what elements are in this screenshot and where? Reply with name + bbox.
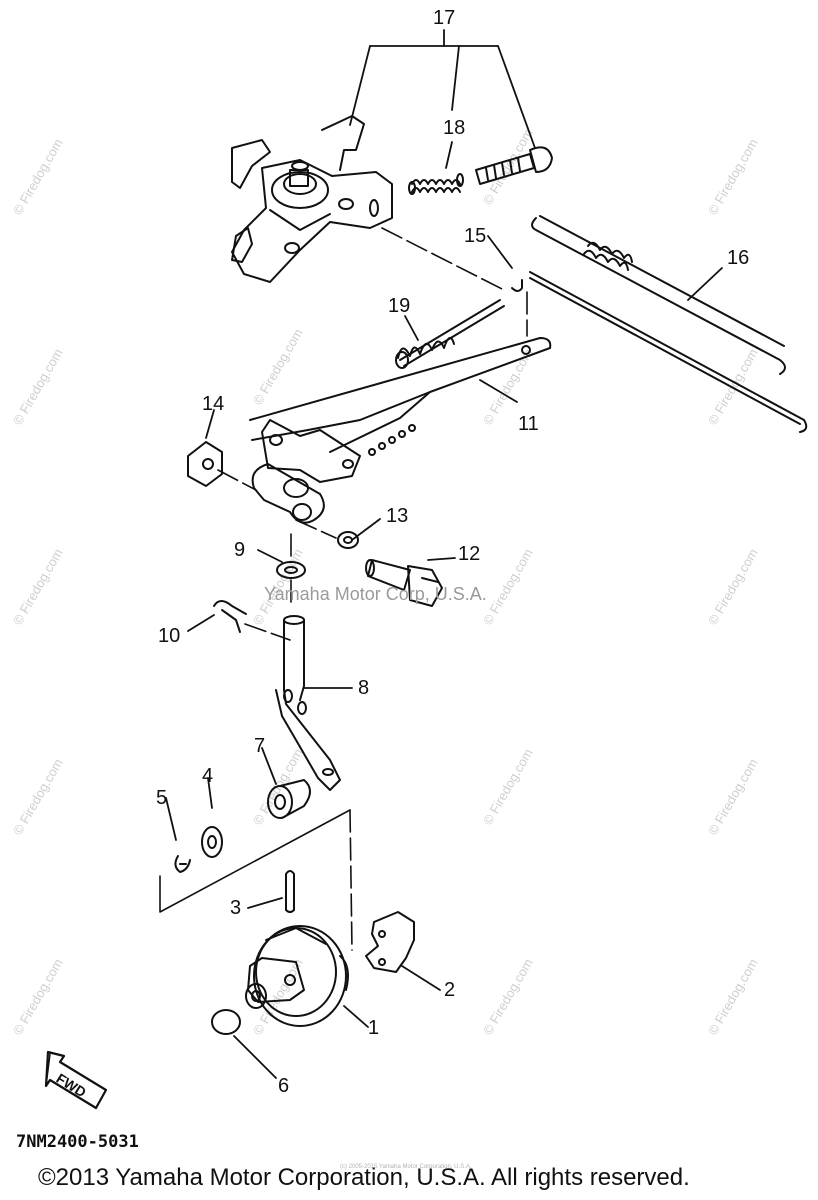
callout-4: 4: [202, 765, 214, 787]
clip-pin-10: [213, 600, 247, 633]
callout-14: 14: [202, 393, 225, 415]
tiny-credit: (c) 2005-2015 Yamaha Motor Corporation, …: [340, 1164, 472, 1170]
leader-lines: [165, 29, 723, 1079]
callout-17: 17: [433, 7, 456, 29]
throttle-rod-16: [529, 215, 808, 433]
callout-18: 18: [443, 117, 466, 139]
callout-10: 10: [158, 625, 181, 647]
callout-6: 6: [278, 1075, 290, 1097]
screw-17: [475, 146, 553, 185]
pulley-1: [245, 925, 349, 1027]
drawing-number: 7NM2400-5031: [16, 1132, 139, 1152]
callout-8: 8: [358, 677, 370, 699]
callout-1: 1: [368, 1017, 380, 1039]
bushing-7: [267, 779, 311, 819]
callout-5: 5: [156, 787, 168, 809]
control-bracket-assembly: [231, 115, 393, 283]
callout-7: 7: [254, 735, 266, 757]
callout-12: 12: [458, 543, 481, 565]
copyright-footer: ©2013 Yamaha Motor Corporation, U.S.A. A…: [38, 1164, 690, 1191]
bolt-12: [365, 559, 443, 607]
callout-16: 16: [727, 247, 750, 269]
washer-4: [201, 826, 223, 858]
nut-14: [187, 441, 223, 487]
lever-arm: [251, 419, 361, 524]
callout-11: 11: [518, 413, 539, 435]
washer-6: [211, 1009, 241, 1035]
callout-3: 3: [230, 897, 242, 919]
pin-3: [285, 870, 295, 913]
spring-18: [408, 173, 464, 195]
assembly-bracket: [159, 809, 351, 913]
callout-19: 19: [388, 295, 411, 317]
clip-15: [511, 279, 523, 292]
callout-2: 2: [444, 979, 456, 1001]
washer-9: [276, 561, 306, 579]
callout-13: 13: [386, 505, 409, 527]
bracket-2: [365, 911, 415, 973]
callout-9: 9: [234, 539, 246, 561]
e-clip-5: [174, 855, 191, 873]
link-rod-11: [249, 299, 552, 456]
yamaha-notice: Yamaha Motor Corp, U.S.A.: [264, 584, 487, 604]
washer-13: [337, 531, 359, 549]
shaft-lever-8: [275, 615, 341, 791]
assembly-lines: [217, 227, 528, 951]
callout-15: 15: [464, 225, 487, 247]
